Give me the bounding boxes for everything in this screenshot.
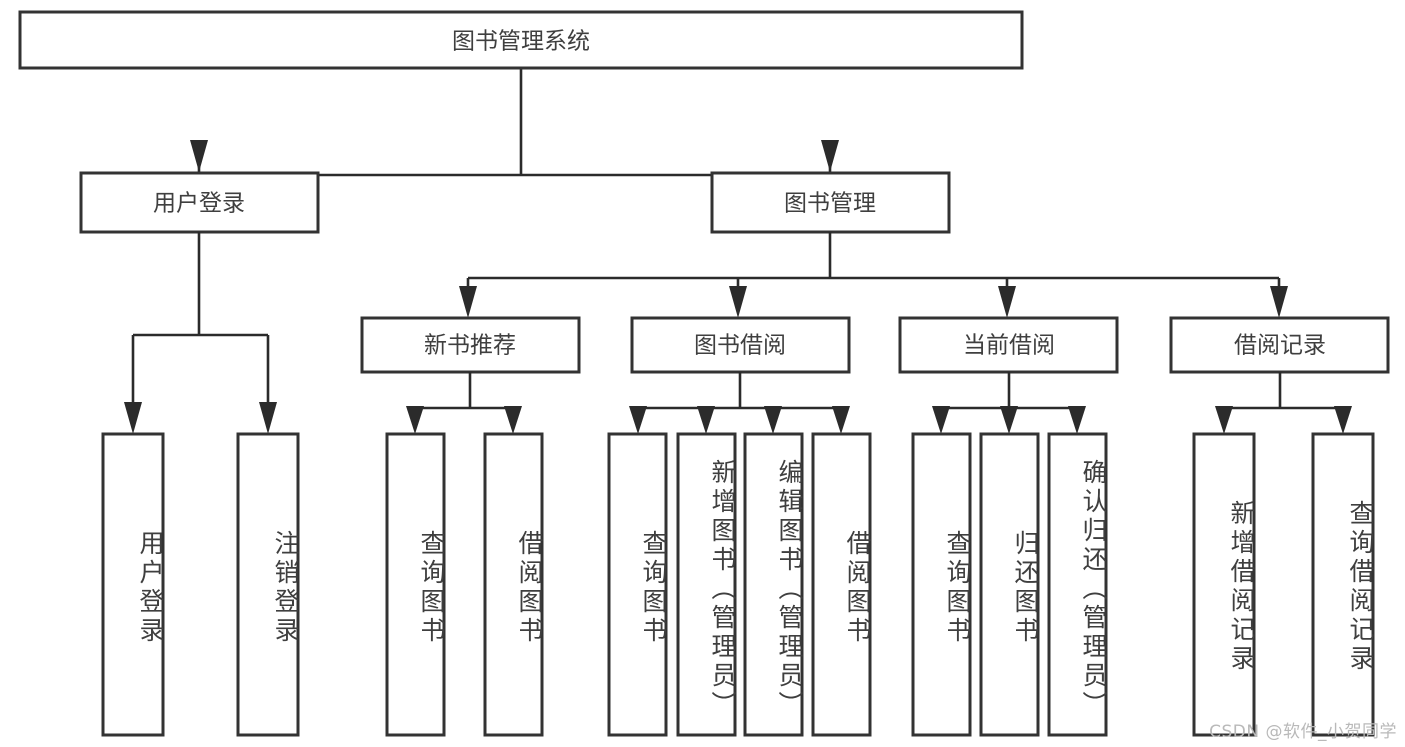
csdn-watermark: CSDN @软件_小贺同学 bbox=[1209, 722, 1397, 742]
node-box-leaf-query-record[interactable] bbox=[1311, 432, 1375, 737]
node-box-leaf-query-book-2[interactable] bbox=[607, 432, 668, 737]
arrow-head-leaf-add-record bbox=[1215, 406, 1233, 434]
arrow-head-borrow-record bbox=[1270, 286, 1288, 318]
node-box-leaf-query-book-3[interactable] bbox=[911, 432, 972, 737]
connector-group-book-borrow-to-leaves bbox=[629, 372, 850, 434]
label-new-book-recommend: 新书推荐 bbox=[424, 333, 516, 359]
label-current-borrow: 当前借阅 bbox=[963, 333, 1055, 359]
label-book-management: 图书管理 bbox=[784, 191, 876, 217]
arrow-head-leaf-borrow-book-2 bbox=[832, 406, 850, 434]
arrow-head-leaf-confirm-return bbox=[1068, 406, 1086, 434]
node-box-borrow-record[interactable] bbox=[1169, 316, 1390, 374]
node-box-book-management[interactable] bbox=[710, 171, 951, 234]
arrow-head-leaf-edit-book bbox=[764, 406, 782, 434]
connector-group-user-login-to-leaves bbox=[124, 232, 277, 434]
arrow-head-leaf-query-book-1 bbox=[406, 406, 424, 434]
arrow-head-book-borrow bbox=[729, 286, 747, 318]
arrow-head-leaf-borrow-book-1 bbox=[504, 406, 522, 434]
arrow-head-leaf-return-book bbox=[1000, 406, 1018, 434]
node-box-leaf-confirm-return[interactable] bbox=[1047, 432, 1108, 737]
connector-group-book-management-to-level3 bbox=[459, 232, 1288, 318]
arrow-head-leaf-add-book bbox=[697, 406, 715, 434]
node-box-leaf-add-record[interactable] bbox=[1192, 432, 1256, 737]
node-box-leaf-logout[interactable] bbox=[236, 432, 300, 737]
node-box-leaf-edit-book[interactable] bbox=[743, 432, 804, 737]
node-box-leaf-borrow-book-2[interactable] bbox=[811, 432, 872, 737]
arrow-head-user-login bbox=[190, 140, 208, 172]
node-box-leaf-user-login[interactable] bbox=[101, 432, 165, 737]
arrow-head-leaf-query-record bbox=[1334, 406, 1352, 434]
arrow-head-new-book-recommend bbox=[459, 286, 477, 318]
connector-group-current-borrow-to-leaves bbox=[932, 372, 1086, 434]
node-box-book-borrow[interactable] bbox=[630, 316, 851, 374]
node-box-current-borrow[interactable] bbox=[898, 316, 1119, 374]
arrow-head-current-borrow bbox=[998, 286, 1016, 318]
label-user-login: 用户登录 bbox=[153, 191, 245, 217]
node-box-leaf-add-book[interactable] bbox=[676, 432, 737, 737]
label-book-borrow: 图书借阅 bbox=[694, 333, 786, 359]
connector-group-new-book-recommend-to-leaves bbox=[406, 372, 522, 434]
arrow-head-leaf-user-login bbox=[124, 402, 142, 434]
label-root: 图书管理系统 bbox=[452, 29, 590, 55]
connector-group-root-to-level2 bbox=[190, 68, 839, 177]
arrow-head-leaf-logout bbox=[259, 402, 277, 434]
node-box-leaf-return-book[interactable] bbox=[979, 432, 1040, 737]
node-box-leaf-query-book-1[interactable] bbox=[385, 432, 446, 737]
arrow-head-leaf-query-book-2 bbox=[629, 406, 647, 434]
node-box-root[interactable] bbox=[18, 10, 1024, 70]
node-box-new-book-recommend[interactable] bbox=[360, 316, 581, 374]
arrow-head-leaf-query-book-3 bbox=[932, 406, 950, 434]
node-box-leaf-borrow-book-1[interactable] bbox=[483, 432, 544, 737]
connector-group-borrow-record-to-leaves bbox=[1215, 372, 1352, 434]
label-borrow-record: 借阅记录 bbox=[1234, 333, 1326, 359]
arrow-head-book-management bbox=[821, 140, 839, 172]
